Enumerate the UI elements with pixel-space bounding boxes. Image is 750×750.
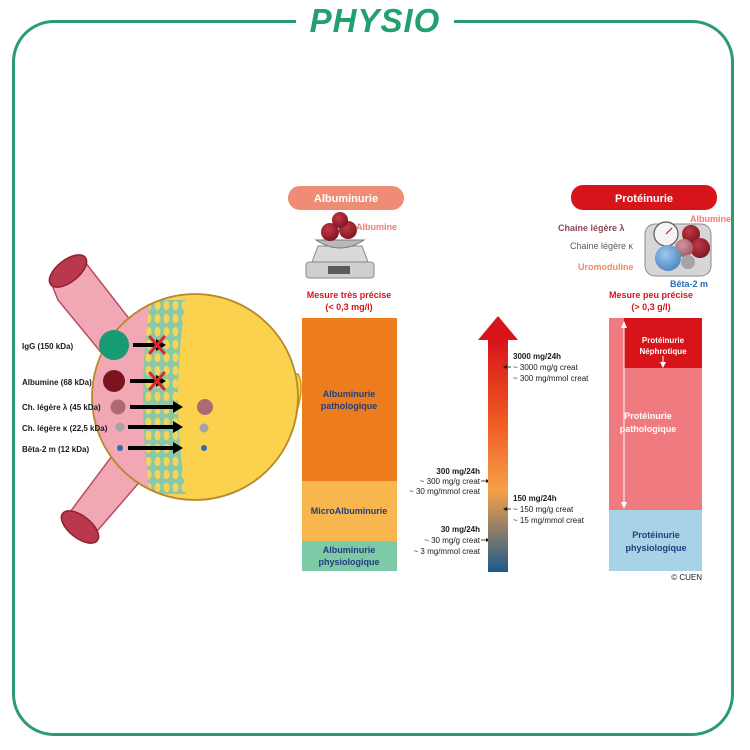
svg-text:Protéinurie: Protéinurie — [615, 193, 673, 205]
band-proteinuria-physiologic — [609, 510, 702, 571]
svg-text:300 mg/24h: 300 mg/24h — [436, 467, 480, 476]
band-microalbuminuria — [302, 481, 397, 541]
proteinuria-section: Protéinurie Albumine Chaine légère λ Cha… — [558, 185, 731, 582]
filtration-arrows — [128, 339, 183, 454]
proteinuria-measure: Mesure peu précise — [609, 290, 693, 300]
svg-text:MicroAlbuminurie: MicroAlbuminurie — [311, 506, 388, 516]
severity-gradient-arrow — [478, 316, 518, 572]
molecule-kappa-dot — [115, 422, 125, 432]
molecule-albumine-dot — [103, 370, 125, 392]
svg-text:pathologique: pathologique — [620, 424, 677, 434]
proteinuria-thresholds: 3000 mg/24h ~ 3000 mg/g creat ~ 300 mg/m… — [503, 352, 589, 525]
scale-label-albumine: Albumine — [356, 222, 397, 232]
svg-text:Albuminurie: Albuminurie — [323, 389, 376, 399]
svg-text:physiologique: physiologique — [625, 543, 686, 553]
protein-scale-icon — [644, 221, 712, 277]
band-albuminuria-pathologic — [302, 318, 397, 481]
molecule-igg-dot — [99, 330, 129, 360]
svg-text:~ 300 mg/mmol creat: ~ 300 mg/mmol creat — [513, 374, 589, 383]
copyright-credit: © CUEN — [671, 573, 702, 582]
molecule-label: Ch. légère λ (45 kDa) — [22, 403, 101, 412]
albuminuria-measure: Mesure très précise — [307, 290, 392, 300]
svg-text:~ 30 mg/mmol creat: ~ 30 mg/mmol creat — [409, 487, 481, 496]
svg-text:150 mg/24h: 150 mg/24h — [513, 494, 557, 503]
svg-text:~ 3 mg/mmol creat: ~ 3 mg/mmol creat — [414, 547, 481, 556]
scale-label-albumine: Albumine — [690, 214, 731, 224]
albuminuria-section: Albuminurie Albumine Mesure très précise… — [288, 186, 404, 571]
albuminuria-badge — [288, 186, 404, 210]
svg-text:physiologique: physiologique — [318, 557, 379, 567]
molecule-lambda-dot — [110, 399, 126, 415]
svg-text:~ 300 mg/g creat: ~ 300 mg/g creat — [420, 477, 481, 486]
blocked-cross-icons — [148, 335, 166, 391]
svg-text:Néphrotique: Néphrotique — [639, 347, 687, 356]
svg-text:~ 150 mg/g creat: ~ 150 mg/g creat — [513, 505, 574, 514]
proteinuria-badge — [571, 185, 717, 210]
scale-label-kappa: Chaine légère κ — [570, 241, 634, 251]
svg-text:Albuminurie: Albuminurie — [314, 193, 378, 205]
scale-label-uromoduline: Uromoduline — [578, 262, 634, 272]
svg-text:3000 mg/24h: 3000 mg/24h — [513, 352, 561, 361]
page-title: PHYSIO — [0, 0, 750, 42]
svg-text:pathologique: pathologique — [321, 401, 378, 411]
svg-text:Albuminurie: Albuminurie — [323, 545, 376, 555]
svg-text:~ 3000 mg/g creat: ~ 3000 mg/g creat — [513, 363, 578, 372]
glomerulus-illustration: IgG (150 kDa) Albumine (68 kDa) Ch. légè… — [22, 254, 302, 544]
albumin-scale-icon — [305, 212, 375, 279]
scale-label-beta2m: Bêta-2 m — [670, 279, 708, 289]
proteinuria-measure-range: (> 0,3 g/l) — [631, 302, 670, 312]
molecule-beta2m-dot — [117, 445, 123, 451]
molecule-label: IgG (150 kDa) — [22, 342, 73, 351]
scale-label-lambda: Chaine légère λ — [558, 223, 625, 233]
band-albuminuria-physiologic — [302, 541, 397, 571]
svg-text:~ 30 mg/g creat: ~ 30 mg/g creat — [424, 536, 481, 545]
svg-text:Protéinurie: Protéinurie — [642, 336, 685, 345]
molecule-label: Ch. légère κ (22,5 kDa) — [22, 424, 108, 433]
albuminuria-measure-range: (< 0,3 mg/l) — [325, 302, 372, 312]
molecule-label: Bêta-2 m (12 kDa) — [22, 445, 89, 454]
svg-text:Protéinurie: Protéinurie — [624, 411, 672, 421]
svg-text:~ 15 mg/mmol creat: ~ 15 mg/mmol creat — [513, 516, 585, 525]
albuminuria-thresholds: 300 mg/24h ~ 300 mg/g creat ~ 30 mg/mmol… — [409, 467, 490, 556]
svg-text:Protéinurie: Protéinurie — [632, 530, 680, 540]
molecule-label: Albumine (68 kDa) — [22, 378, 92, 387]
svg-text:30 mg/24h: 30 mg/24h — [441, 525, 480, 534]
